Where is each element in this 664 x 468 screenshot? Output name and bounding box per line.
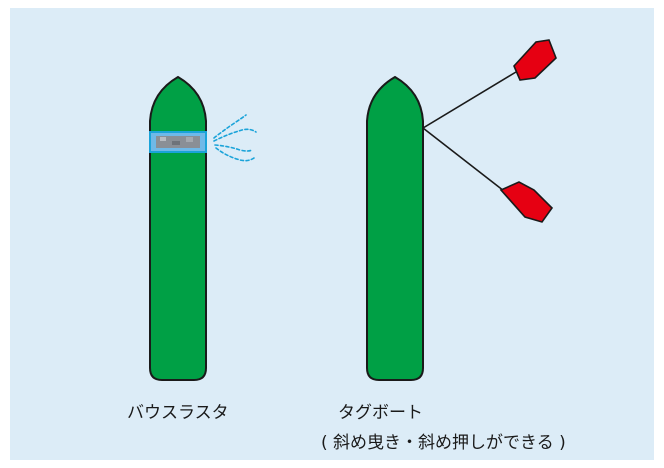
tugboat-lower: [499, 181, 554, 223]
right-ship-hull: [366, 75, 424, 381]
tow-line-upper: [422, 71, 517, 129]
thruster-texture: [160, 137, 166, 141]
left-ship-hull: [149, 75, 207, 381]
tugboat-upper: [513, 39, 557, 81]
tugboat-label: タグボート: [338, 403, 423, 423]
tugboat-note-label: ( 斜め曳き・斜め押しができる ): [321, 433, 566, 453]
water-jet-lines: [213, 114, 257, 162]
bow-thruster-label: バウスラスタ: [127, 403, 229, 423]
diagram-background: [10, 8, 654, 460]
thruster-texture: [186, 137, 193, 142]
ship-with-bow-thruster: [149, 75, 257, 381]
ship-with-tugboats: [366, 39, 557, 381]
tow-line-lower: [422, 127, 505, 192]
thruster-texture: [172, 141, 180, 145]
